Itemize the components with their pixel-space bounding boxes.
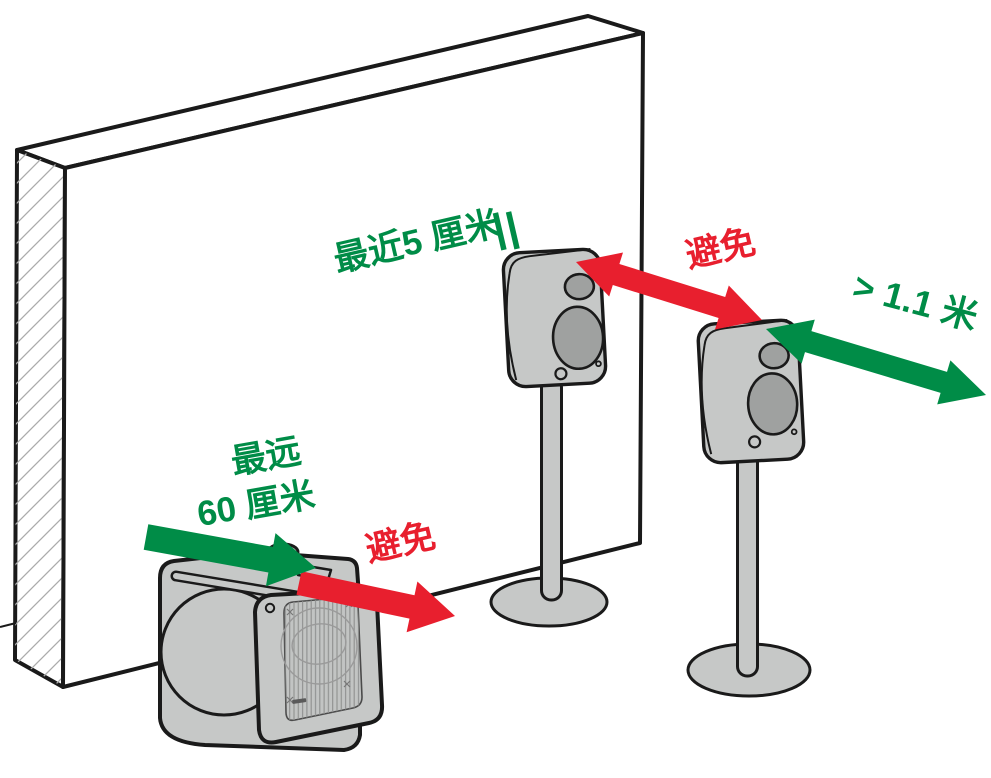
arrows	[143, 252, 986, 633]
left-speaker	[489, 247, 609, 628]
right-tweeter	[758, 341, 790, 370]
left-stand-pole	[540, 376, 563, 602]
label-listening-distance: > 1.1 米	[849, 265, 982, 337]
subwoofer-cone-outline	[291, 623, 347, 665]
listening-distance-arrow	[766, 319, 986, 405]
speaker-gap-avoid-arrow	[576, 252, 762, 330]
right-stand-pole	[736, 450, 759, 678]
subwoofer-woofer-outline	[280, 607, 358, 685]
left-port	[554, 367, 568, 381]
subwoofer-distance-arrow	[143, 524, 316, 587]
right-woofer	[746, 372, 799, 436]
left-cabinet-edge	[505, 248, 591, 381]
wall-cross-section-hatch	[15, 150, 65, 687]
wall-front-face	[61, 31, 645, 689]
right-speaker-cabinet-group	[696, 318, 806, 465]
left-woofer	[551, 305, 605, 371]
left-tweeter	[563, 272, 596, 301]
right-small-hole	[790, 428, 798, 436]
wall-gap-symbol	[492, 211, 520, 251]
label-avoid-upper: 避免	[682, 222, 759, 276]
left-small-hole	[595, 360, 602, 368]
right-cabinet-edge	[700, 319, 788, 455]
subwoofer-avoid-arrow	[296, 571, 455, 633]
right-speaker	[686, 318, 812, 698]
wall	[13, 14, 645, 689]
right-port	[748, 435, 762, 449]
subwoofer-cable	[0, 622, 17, 628]
left-speaker-cabinet-group	[501, 247, 608, 389]
subwoofer-screw	[264, 602, 276, 614]
brand-logo	[292, 698, 307, 704]
